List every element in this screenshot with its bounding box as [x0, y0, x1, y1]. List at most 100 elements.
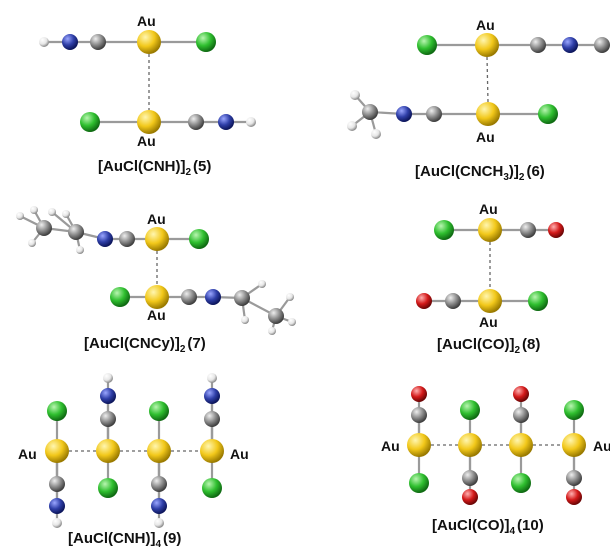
m7-hydrogen-atom	[16, 212, 24, 220]
au-label-9-left: Au	[18, 446, 37, 462]
m9-carbon-atom	[100, 411, 116, 427]
au-label-9-right: Au	[230, 446, 249, 462]
m10-oxygen-atom	[513, 386, 529, 402]
m9-gold-atom	[45, 439, 69, 463]
m6-nitrogen-atom	[562, 37, 578, 53]
m5-hydrogen-atom	[39, 37, 49, 47]
m10-gold-atom	[562, 433, 586, 457]
m7-carbon-atom	[181, 289, 197, 305]
m7-carbon-atom	[68, 224, 84, 240]
m9-nitrogen-atom	[49, 498, 65, 514]
m10-gold-atom	[407, 433, 431, 457]
au-label-10-left: Au	[381, 438, 400, 454]
m6-carbon-atom	[426, 106, 442, 122]
m6-chlorine-atom	[417, 35, 437, 55]
caption-8: [AuCl(CO)]2(8)	[437, 336, 540, 356]
m10-carbon-atom	[462, 470, 478, 486]
m9-hydrogen-atom	[103, 373, 113, 383]
m9-hydrogen-atom	[52, 518, 62, 528]
m10-carbon-atom	[566, 470, 582, 486]
m9-hydrogen-atom	[207, 373, 217, 383]
m7-hydrogen-atom	[268, 327, 276, 335]
m7-carbon-atom	[268, 308, 284, 324]
m10-carbon-atom	[411, 407, 427, 423]
m6-gold-atom	[476, 102, 500, 126]
m9-carbon-atom	[49, 476, 65, 492]
m5-nitrogen-atom	[218, 114, 234, 130]
m5-carbon-atom	[188, 114, 204, 130]
m10-chlorine-atom	[511, 473, 531, 493]
m5-gold-atom	[137, 30, 161, 54]
au-label-5-top: Au	[137, 13, 156, 29]
m6-chlorine-atom	[538, 104, 558, 124]
m6-nitrogen-atom	[396, 106, 412, 122]
m10-chlorine-atom	[409, 473, 429, 493]
atoms-layer	[16, 30, 610, 528]
m7-hydrogen-atom	[62, 210, 70, 218]
au-label-6-bottom: Au	[476, 129, 495, 145]
caption-7: [AuCl(CNCy)]2(7)	[84, 335, 206, 355]
m5-chlorine-atom	[196, 32, 216, 52]
m8-chlorine-atom	[434, 220, 454, 240]
m7-hydrogen-atom	[288, 318, 296, 326]
m7-nitrogen-atom	[97, 231, 113, 247]
m10-gold-atom	[509, 433, 533, 457]
m10-oxygen-atom	[566, 489, 582, 505]
m7-chlorine-atom	[110, 287, 130, 307]
m10-oxygen-atom	[462, 489, 478, 505]
m7-hydrogen-atom	[258, 280, 266, 288]
m6-hydrogen-atom	[347, 121, 357, 131]
m5-gold-atom	[137, 110, 161, 134]
m7-hydrogen-atom	[48, 208, 56, 216]
au-label-6-top: Au	[476, 17, 495, 33]
m9-chlorine-atom	[149, 401, 169, 421]
m6-hydrogen-atom	[371, 129, 381, 139]
m10-carbon-atom	[513, 407, 529, 423]
m10-chlorine-atom	[564, 400, 584, 420]
m9-nitrogen-atom	[151, 498, 167, 514]
m7-gold-atom	[145, 227, 169, 251]
m8-gold-atom	[478, 218, 502, 242]
m6-carbon-atom	[530, 37, 546, 53]
m8-carbon-atom	[520, 222, 536, 238]
au-label-10-right: Au	[593, 438, 610, 454]
caption-5: [AuCl(CNH)]2(5)	[98, 158, 211, 178]
m7-nitrogen-atom	[205, 289, 221, 305]
m8-chlorine-atom	[528, 291, 548, 311]
m9-chlorine-atom	[47, 401, 67, 421]
m5-hydrogen-atom	[246, 117, 256, 127]
au-label-7-top: Au	[147, 211, 166, 227]
caption-9: [AuCl(CNH)]4(9)	[68, 530, 181, 548]
m7-chlorine-atom	[189, 229, 209, 249]
m6-carbon-atom	[362, 104, 378, 120]
caption-10: [AuCl(CO)]4(10)	[432, 517, 544, 537]
au-label-8-bottom: Au	[479, 314, 498, 330]
m9-carbon-atom	[151, 476, 167, 492]
m9-gold-atom	[147, 439, 171, 463]
m7-hydrogen-atom	[241, 316, 249, 324]
m10-oxygen-atom	[411, 386, 427, 402]
m5-nitrogen-atom	[62, 34, 78, 50]
m6-carbon-atom	[594, 37, 610, 53]
m7-carbon-atom	[36, 220, 52, 236]
m9-gold-atom	[200, 439, 224, 463]
m9-carbon-atom	[204, 411, 220, 427]
m7-hydrogen-atom	[28, 239, 36, 247]
m7-gold-atom	[145, 285, 169, 309]
m7-hydrogen-atom	[286, 293, 294, 301]
m8-gold-atom	[478, 289, 502, 313]
au-label-8-top: Au	[479, 201, 498, 217]
m8-oxygen-atom	[416, 293, 432, 309]
m9-chlorine-atom	[98, 478, 118, 498]
m5-carbon-atom	[90, 34, 106, 50]
m8-carbon-atom	[445, 293, 461, 309]
m9-chlorine-atom	[202, 478, 222, 498]
m9-nitrogen-atom	[204, 388, 220, 404]
m6-aurophilic-contact	[486, 56, 489, 103]
au-label-5-bottom: Au	[137, 133, 156, 149]
m7-hydrogen-atom	[76, 246, 84, 254]
m7-hydrogen-atom	[30, 206, 38, 214]
m9-gold-atom	[96, 439, 120, 463]
m7-carbon-atom	[234, 290, 250, 306]
